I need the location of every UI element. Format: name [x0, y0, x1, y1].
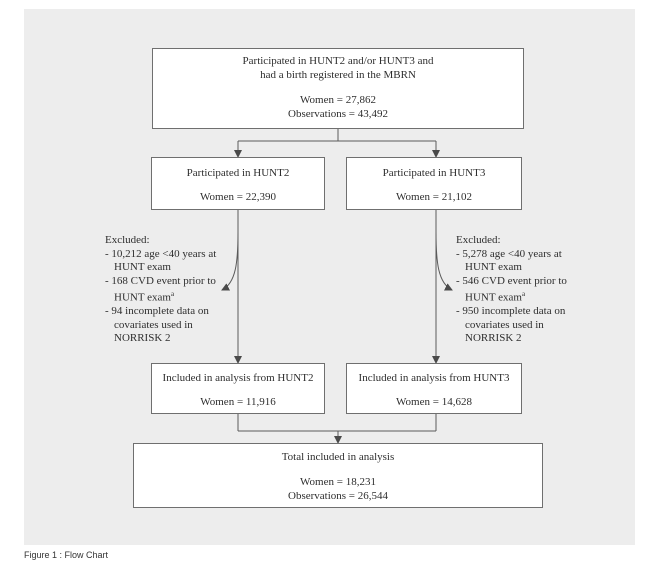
hunt2-excluded-line-7: NORRISK 2 [114, 332, 171, 345]
hunt2-box-title: Participated in HUNT2 [186, 167, 290, 179]
hunt3-included-women: Women = 14,628 [396, 396, 472, 408]
hunt3-box-women: Women = 21,102 [396, 191, 472, 203]
hunt2-included-box: Included in analysis from HUNT2 Women = … [151, 363, 325, 414]
hunt3-excluded-line-3: - 546 CVD event prior to [456, 274, 567, 287]
hunt2-excluded-line-1: - 10,212 age <40 years at [105, 247, 217, 260]
hunt3-included-title: Included in analysis from HUNT3 [358, 372, 510, 384]
hunt3-excluded-line-2: HUNT exam [465, 261, 522, 273]
hunt2-excluded-line-6: covariates used in [114, 318, 193, 331]
hunt3-excluded-list: Excluded: - 5,278 age <40 years at HUNT … [456, 234, 567, 346]
hunt2-excluded-list: Excluded: - 10,212 age <40 years at HUNT… [105, 234, 216, 346]
total-box: Total included in analysis Women = 18,23… [133, 443, 543, 508]
hunt2-excluded-line-2: HUNT exam [114, 261, 171, 273]
figure-caption: Figure 1 : Flow Chart [24, 550, 109, 560]
total-box-title: Total included in analysis [281, 451, 395, 463]
top-box-line2: had a birth registered in the MBRN [260, 69, 416, 81]
total-box-women: Women = 18,231 [300, 476, 376, 488]
total-box-observations: Observations = 26,544 [288, 490, 388, 502]
top-box-observations: Observations = 43,492 [288, 108, 388, 120]
arrow-hunt2-excluded [221, 231, 239, 291]
hunt3-excluded-line-7: NORRISK 2 [465, 332, 522, 345]
hunt2-excluded-line-5: - 94 incomplete data on [105, 305, 209, 318]
hunt3-box: Participated in HUNT3 Women = 21,102 [346, 157, 522, 210]
arrow-hunt3-excluded [435, 231, 453, 291]
footnote-marker: a [170, 290, 175, 298]
top-box: Participated in HUNT2 and/or HUNT3 and h… [152, 48, 524, 129]
footnote-marker: a [521, 290, 526, 298]
hunt2-box: Participated in HUNT2 Women = 22,390 [151, 157, 325, 210]
hunt2-excluded-line-3: - 168 CVD event prior to [105, 274, 216, 287]
hunt3-excluded-line-1: - 5,278 age <40 years at [456, 247, 562, 260]
hunt2-included-women: Women = 11,916 [200, 396, 276, 408]
hunt3-excluded-line-6: covariates used in [465, 318, 544, 331]
hunt3-included-box: Included in analysis from HUNT3 Women = … [346, 363, 522, 414]
hunt2-excluded-heading: Excluded: [105, 234, 150, 246]
hunt3-box-title: Participated in HUNT3 [382, 167, 486, 179]
hunt2-excluded-line-4: HUNT exama [114, 290, 175, 304]
hunt3-excluded-line-4: HUNT exama [465, 290, 526, 304]
hunt3-excluded-line-5: - 950 incomplete data on [456, 305, 566, 318]
hunt2-included-title: Included in analysis from HUNT2 [162, 372, 314, 384]
top-box-women: Women = 27,862 [300, 94, 376, 106]
hunt2-box-women: Women = 22,390 [200, 191, 276, 203]
hunt3-excluded-heading: Excluded: [456, 234, 501, 246]
top-box-line1: Participated in HUNT2 and/or HUNT3 and [242, 55, 434, 67]
